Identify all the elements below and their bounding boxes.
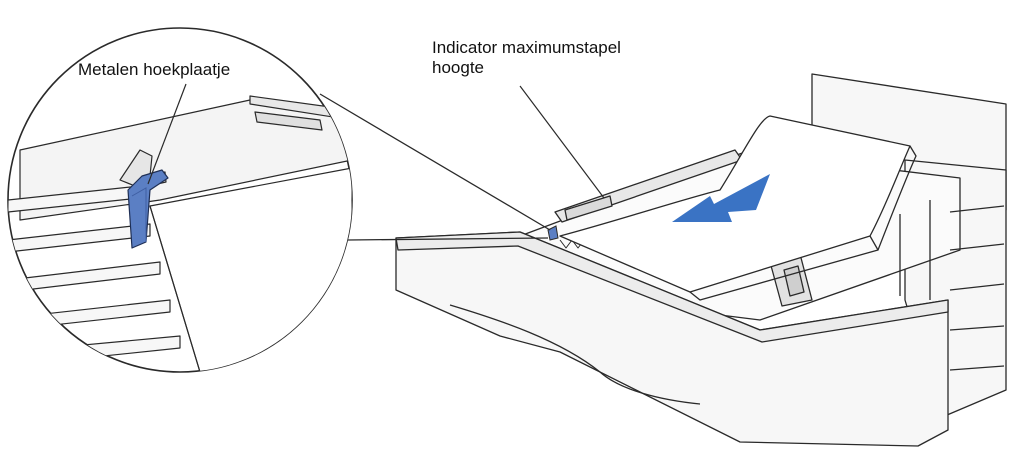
corner-plate-small	[547, 225, 559, 241]
corner-plate-large	[127, 169, 169, 249]
label-indicator-line2: hoogte	[432, 58, 484, 77]
label-corner-plate: Metalen hoekplaatje	[78, 60, 231, 79]
magnifier-tangents	[319, 93, 551, 241]
load-direction-arrow-icon	[672, 174, 770, 222]
label-indicator-line1: Indicator maximumstapel	[432, 38, 621, 57]
leader-lines	[147, 83, 605, 199]
label-max-stack-indicator: Indicator maximumstapel hoogte	[432, 38, 621, 78]
magnifier-detail	[7, 27, 353, 373]
